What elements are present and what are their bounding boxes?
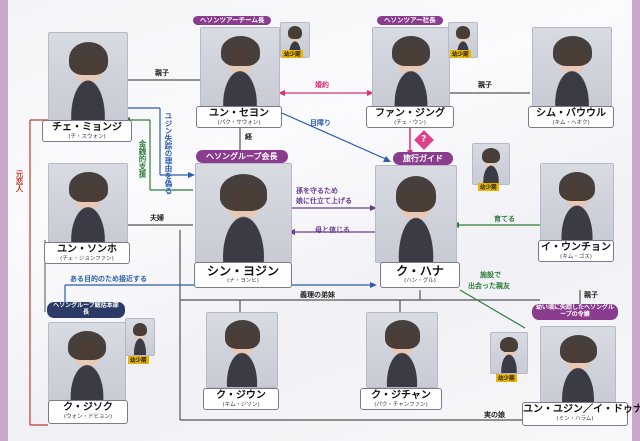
shin-tag: ヘソングループ会長	[196, 150, 288, 164]
ku-jiun-namebox: ク・ジウン (キム・ジソン)	[203, 388, 279, 410]
yun-yujin-name: ユン・ユジン／イ・ドゥナ	[523, 404, 640, 415]
yun-seheon-photo	[200, 27, 280, 109]
rel-facility: 施設で	[480, 271, 501, 279]
shim-photo	[532, 27, 612, 109]
yun-seheon-namebox: ユン・セヨン (パク・サウォン)	[196, 106, 282, 128]
rel-unchon-yujin: 親子	[584, 291, 598, 299]
rel-make-daughter: 娘に仕立て上げる	[296, 197, 352, 205]
rel-lie-disappearance: ユジン失踪の理由を偽る	[164, 112, 173, 195]
ku-jichan-photo	[366, 312, 438, 388]
choi-photo	[48, 32, 128, 122]
hwang-photo	[372, 27, 450, 109]
yun-yujin-photo	[540, 326, 616, 404]
shin-name: シン・ヨジン	[206, 264, 279, 278]
ku-jiseok-namebox: ク・ジソク (ウォン・ドヒョン)	[48, 400, 128, 424]
ku-jichan-name: ク・ジチャン	[371, 390, 431, 401]
shim-namebox: シム・バウウル (キム・ヘオク)	[528, 106, 614, 128]
hwang-actor: (チェ・ウン)	[394, 119, 426, 126]
rel-kei: 経	[245, 133, 252, 141]
right-frame-border	[632, 0, 640, 441]
ku-jiseok-actor: (ウォン・ドヒョン)	[63, 413, 113, 420]
ku-jiseok-child-photo	[125, 318, 155, 356]
i-unchon-namebox: イ・ウンチョン (キム・ゴス)	[538, 240, 614, 262]
ku-jichan-actor: (パク・チャンファン)	[374, 401, 428, 408]
choi-namebox: チェ・ミョンジ (チ・スウォン)	[42, 120, 132, 142]
yun-seheon-actor: (パク・サウォン)	[217, 119, 261, 126]
rel-approach: ある目的のため接近する	[70, 275, 147, 283]
rel-married: 夫婦	[150, 214, 164, 222]
rel-engagement: 婚約	[315, 81, 329, 89]
yun-sonpo-name: ユン・ソンホ	[57, 244, 117, 255]
yun-sonpo-namebox: ユン・ソンホ (チェ・ジョンファン)	[44, 242, 130, 264]
yun-yujin-namebox: ユン・ユジン／イ・ドゥナ (ミン・ハラム)	[522, 402, 640, 426]
hwang-child-label: 幼少期	[450, 50, 471, 58]
hwang-namebox: ファン・ジング (チェ・ウン)	[366, 106, 454, 128]
yun-yujin-child-photo	[490, 332, 528, 374]
yun-yujin-child-label: 幼少期	[496, 374, 517, 382]
ku-jiun-photo	[206, 312, 278, 388]
left-frame-border	[0, 0, 8, 441]
shim-name: シム・バウウル	[536, 108, 606, 119]
rel-hwang-shim: 親子	[478, 81, 492, 89]
ku-hana-name: ク・ハナ	[396, 264, 444, 278]
choi-name: チェ・ミョンジ	[52, 122, 122, 133]
i-unchon-name: イ・ウンチョン	[541, 242, 611, 253]
shin-photo	[195, 163, 292, 263]
rel-step-siblings: 義理の弟妹	[300, 291, 335, 299]
ku-hana-photo	[375, 165, 457, 263]
ku-hana-child-photo	[472, 143, 510, 185]
shin-actor: (ナ・ヨンヒ)	[227, 277, 259, 284]
rel-raise: 育てる	[494, 215, 515, 223]
i-unchon-photo	[540, 163, 614, 242]
ku-hana-namebox: ク・ハナ (ハン・グル)	[380, 262, 460, 288]
rel-financial-support: 金銭的支援	[138, 140, 147, 178]
rel-ex-lover: 元恋人	[15, 170, 24, 193]
yun-seheon-child-label: 幼少期	[282, 50, 303, 58]
yun-sonpo-actor: (チェ・ジョンファン)	[60, 255, 114, 262]
yun-seheon-tag: ヘソンツアーチーム長	[193, 16, 272, 26]
rel-real-daughter: 実の娘	[484, 411, 505, 419]
ku-jichan-namebox: ク・ジチャン (パク・チャンファン)	[360, 388, 442, 410]
i-unchon-actor: (キム・ゴス)	[560, 253, 592, 260]
shim-actor: (キム・ヘオク)	[552, 119, 590, 126]
ku-hana-actor: (ハン・グル)	[404, 277, 436, 284]
ku-hana-child-label: 幼少期	[478, 183, 499, 191]
rel-eyesore: 目障り	[310, 119, 331, 127]
ku-jiseok-child-label: 幼少期	[128, 356, 149, 364]
yun-yujin-actor: (ミン・ハラム)	[556, 415, 594, 422]
ku-hana-tag: 旅行ガイド	[393, 152, 453, 166]
ku-jiseok-photo	[48, 322, 126, 402]
yun-seheon-name: ユン・セヨン	[209, 108, 269, 119]
ku-jiun-actor: (キム・ジソン)	[222, 401, 260, 408]
yun-sonpo-photo	[48, 163, 128, 245]
rel-believe-mother: 母と信じる	[315, 226, 350, 234]
ku-jiun-name: ク・ジウン	[216, 390, 266, 401]
ku-jiseok-name: ク・ジソク	[63, 402, 113, 413]
hwang-name: ファン・ジング	[375, 108, 445, 119]
hwang-tag: ヘソンツアー社長	[377, 16, 443, 26]
rel-protect-grandchild: 孫を守るため	[296, 187, 338, 195]
yun-yujin-tag: 幼い頃に失踪したヘソングループの令嬢	[532, 304, 618, 320]
shin-namebox: シン・ヨジン (ナ・ヨンヒ)	[194, 262, 292, 288]
ku-jiseok-tag: ヘソングループ総括本部長	[47, 302, 125, 318]
rel-best-friend: 出会った親友	[468, 282, 510, 290]
rel-choi-seheon: 親子	[155, 69, 169, 77]
choi-actor: (チ・スウォン)	[68, 133, 106, 140]
